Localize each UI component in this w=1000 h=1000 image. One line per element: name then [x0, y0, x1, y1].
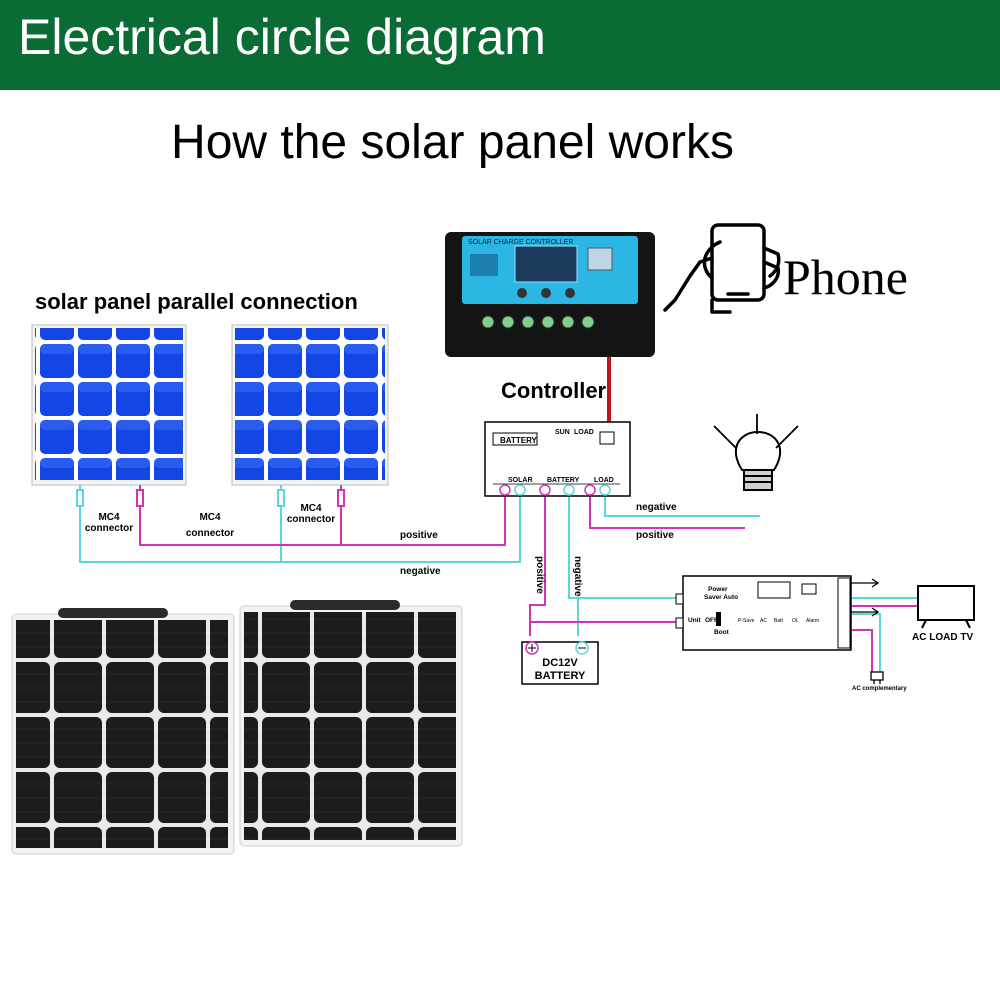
- inverter-output-arrows: [851, 578, 880, 617]
- solar-panel-1: [31, 324, 187, 486]
- phone-label: Phone: [783, 249, 908, 305]
- positive-wires: [139, 485, 918, 672]
- plug-icon: [870, 671, 884, 684]
- terminal-solar-label: SOLAR: [508, 477, 533, 484]
- inverter: [675, 575, 852, 651]
- solar-panel-2: [231, 324, 389, 486]
- connector-label-3: connector: [287, 514, 335, 525]
- mc4-label-1: MC4: [98, 512, 120, 523]
- charge-controller-device: SOLAR CHARGE CONTROLLER: [445, 232, 655, 357]
- inverter-saver-label: Saver Auto: [704, 594, 738, 601]
- inverter-unit-label: Unit: [688, 617, 701, 624]
- battery: [521, 641, 599, 685]
- inverter-power-label: Power: [708, 586, 728, 593]
- ac-complementary-label: AC complementary: [852, 686, 907, 692]
- parallel-connection-label: solar panel parallel connection: [35, 289, 358, 314]
- positive-label-main: positive: [400, 530, 438, 541]
- mc4-label-3: MC4: [300, 503, 322, 514]
- tv-icon: [917, 585, 975, 629]
- terminal-load-label: LOAD: [574, 429, 594, 436]
- inverter-boot-label: Boot: [714, 629, 730, 636]
- mc4-connectors: [76, 489, 285, 507]
- device-title: SOLAR CHARGE CONTROLLER: [468, 239, 573, 246]
- mc4-label-2: MC4: [199, 512, 221, 523]
- ac-load-tv-label: AC LOAD TV: [912, 632, 973, 643]
- connector-label-1: connector: [85, 523, 133, 534]
- terminal-load-short-label: LOAD: [594, 477, 614, 484]
- page-subtitle: How the solar panel works: [171, 116, 734, 169]
- terminal-sun-label: SUN: [555, 429, 570, 436]
- inverter-mode-ac: AC: [760, 618, 767, 624]
- phone-hand-icon: [663, 223, 781, 314]
- negative-label-battery: negative: [572, 556, 583, 597]
- connector-label-2: connector: [186, 528, 234, 539]
- inverter-mode-batt: Batt: [774, 618, 784, 624]
- flexible-panel-1: [11, 608, 235, 855]
- controller-label: Controller: [501, 378, 607, 403]
- negative-wires: [79, 485, 918, 672]
- page-title: Electrical circle diagram: [18, 9, 546, 65]
- inverter-mode-alarm: Alarm: [806, 618, 819, 624]
- negative-label-load: negative: [636, 502, 677, 513]
- battery-label: BATTERY: [535, 670, 586, 682]
- inverter-off-label: OFF: [705, 617, 718, 624]
- inverter-mode-psave: P-Save: [738, 618, 755, 624]
- negative-label-main: negative: [400, 566, 441, 577]
- battery-voltage-label: DC12V: [542, 657, 578, 669]
- controller-schematic: [484, 421, 631, 497]
- inverter-mode-ol: OL: [792, 618, 799, 624]
- terminal-battery-short-label: BATTERY: [547, 477, 580, 484]
- positive-label-battery: positive: [534, 556, 545, 594]
- terminal-battery-label: BATTERY: [500, 436, 538, 445]
- positive-label-load: positive: [636, 530, 674, 541]
- light-bulb-icon: [713, 414, 799, 491]
- header-banner: Electrical circle diagram: [0, 0, 1000, 90]
- flexible-panel-2: [239, 600, 463, 847]
